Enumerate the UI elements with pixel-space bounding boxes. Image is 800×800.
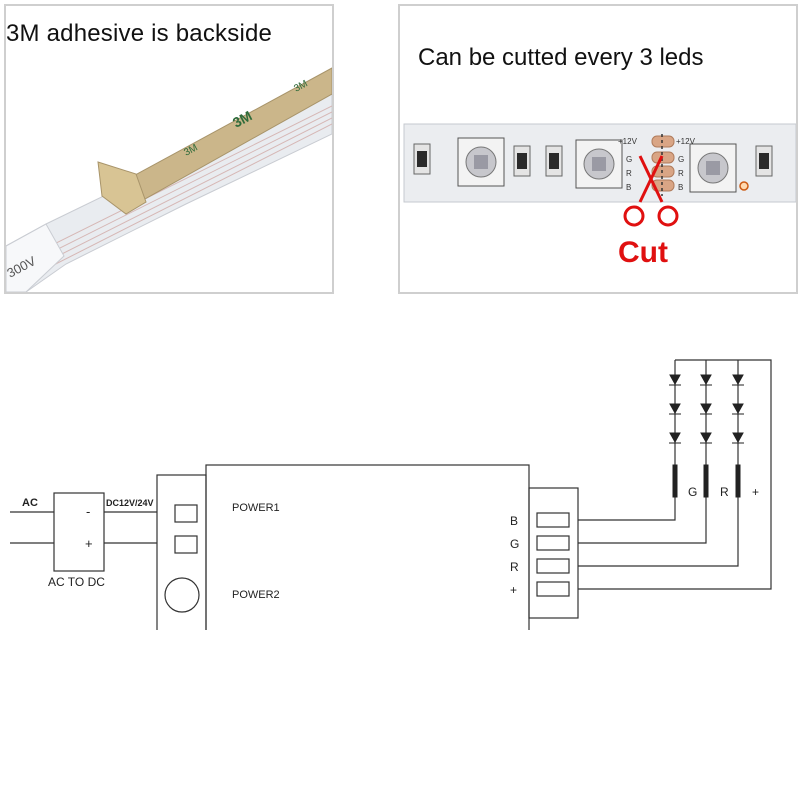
svg-text:R: R xyxy=(678,169,684,178)
svg-text:+12V: +12V xyxy=(676,137,696,146)
controller-body xyxy=(205,464,530,630)
photo-cut-panel: Can be cutted every 3 leds xyxy=(398,4,798,294)
wire-plus-return xyxy=(578,359,772,590)
output-pin-plus xyxy=(536,581,570,597)
ac-label: AC xyxy=(22,497,38,509)
svg-text:G: G xyxy=(678,155,684,164)
power2-label: POWER2 xyxy=(232,589,280,601)
power1-label: POWER1 xyxy=(232,502,280,514)
diode-column-b xyxy=(669,374,681,498)
copper-solder-pads xyxy=(651,135,675,192)
pad-labels-right: +12V G R B xyxy=(676,137,696,192)
power-jack xyxy=(164,577,200,613)
controller-output-plug xyxy=(528,487,579,619)
converter-label: AC TO DC xyxy=(48,575,105,589)
pin-label-plus: + xyxy=(510,583,517,597)
svg-text:B: B xyxy=(678,183,683,192)
wire-r xyxy=(578,360,739,567)
cut-strip-photo: +12V G R B +12V G R B Cut xyxy=(403,123,796,269)
pad-labels-left: +12V G R B xyxy=(618,137,638,192)
power1-socket xyxy=(174,504,198,523)
ac-to-dc-converter xyxy=(53,492,105,572)
scissors-icon xyxy=(623,155,679,227)
svg-text:R: R xyxy=(626,169,632,178)
output-pin-r xyxy=(536,558,570,574)
svg-text:+12V: +12V xyxy=(618,137,638,146)
small-led-dot xyxy=(739,181,749,191)
resistor-mid-1 xyxy=(513,145,531,177)
adhesive-caption: 3M adhesive is backside xyxy=(6,20,273,47)
adhesive-strip-photo: 300V 3M 3M 3M xyxy=(6,67,332,292)
svg-text:G: G xyxy=(626,155,632,164)
output-pin-g xyxy=(536,535,570,551)
svg-text:B: B xyxy=(626,183,631,192)
strip-end-cap xyxy=(6,223,65,292)
cut-label: Cut xyxy=(618,236,668,269)
wire-b xyxy=(578,360,676,521)
resistor-left xyxy=(413,143,431,175)
cut-caption: Can be cutted every 3 leds xyxy=(418,44,704,71)
converter-plus: + xyxy=(85,536,93,551)
led-diodes xyxy=(669,374,744,498)
pin-label-g: G xyxy=(510,537,519,551)
power2-socket xyxy=(174,535,198,554)
diode-column-r xyxy=(732,374,744,498)
led-label-g: G xyxy=(688,485,697,499)
peeled-tape-flap xyxy=(97,161,147,215)
led-label-r: R xyxy=(720,485,729,499)
wiring-diagram: AC - + AC TO DC DC12V/24V POWER1 POWER2 … xyxy=(10,359,772,630)
led-chip-2 xyxy=(575,139,623,189)
led-label-plus: + xyxy=(752,485,759,499)
converter-minus: - xyxy=(86,504,90,519)
led-chip-1 xyxy=(457,137,505,187)
dc-voltage-label: DC12V/24V xyxy=(106,498,154,508)
wire-g xyxy=(578,360,707,544)
diode-column-g xyxy=(700,374,712,498)
pin-label-r: R xyxy=(510,560,519,574)
pin-label-b: B xyxy=(510,514,518,528)
resistor-mid-2 xyxy=(545,145,563,177)
strip-copper-traces xyxy=(25,105,332,277)
photo-adhesive-panel: 3M adhesive is backside 300V 3M 3M 3M xyxy=(4,4,334,294)
resistor-right xyxy=(755,145,773,177)
led-chip-3 xyxy=(689,143,737,193)
output-pin-b xyxy=(536,512,570,528)
